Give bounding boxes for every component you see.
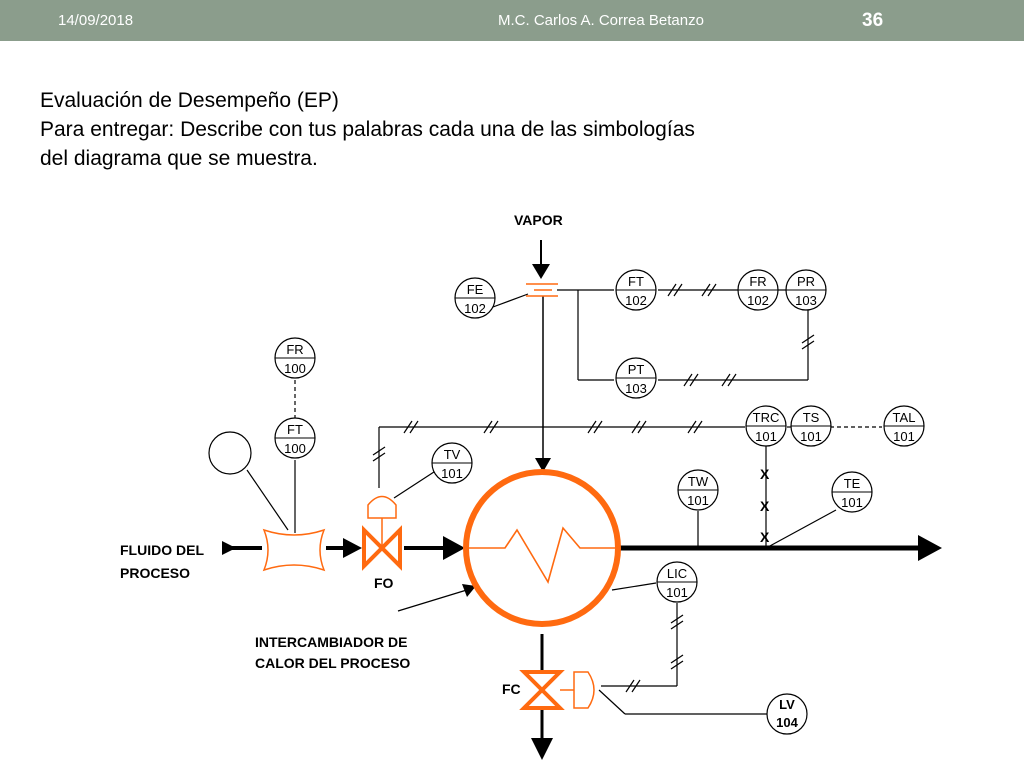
svg-text:100: 100 [284,441,306,456]
svg-text:FT: FT [287,422,303,437]
svg-text:103: 103 [795,293,817,308]
instrument-ft-102: FT 102 [615,269,657,311]
svg-text:TAL: TAL [893,410,916,425]
title-line-2: Para entregar: Describe con tus palabras… [40,118,695,141]
header-author: M.C. Carlos A. Correa Betanzo [498,12,704,29]
svg-text:101: 101 [755,429,777,444]
inlet-arrow [222,541,236,555]
instrument-te-101: TE 101 [831,471,873,513]
instrument-pr-103: PR 103 [785,269,827,311]
svg-text:TV: TV [444,447,461,462]
svg-text:FR: FR [286,342,303,357]
svg-text:101: 101 [893,429,915,444]
svg-text:PT: PT [628,362,645,377]
instrument-fr-102: FR 102 [737,269,779,311]
svg-text:101: 101 [800,429,822,444]
slide-header: 14/09/2018 M.C. Carlos A. Correa Betanzo… [0,0,1024,41]
signal-mark: X [760,498,770,514]
svg-text:FT: FT [628,274,644,289]
instrument-lic-101: LIC 101 [656,561,698,603]
instrument-trc-101: TRC 101 [745,405,787,447]
page-number: 36 [862,10,884,31]
instrument-pt-103: PT 103 [615,357,657,399]
svg-text:101: 101 [441,466,463,481]
title-line-3: del diagrama que se muestra. [40,147,318,170]
svg-text:TE: TE [844,476,861,491]
instrument-ft-100: FT 100 [274,417,316,459]
instrument-ts-101: TS 101 [790,405,832,447]
signal-lines [246,289,882,715]
signal-mark: X [760,529,770,545]
svg-text:101: 101 [687,493,709,508]
svg-text:FR: FR [749,274,766,289]
title-line-1: Evaluación de Desempeño (EP) [40,89,339,112]
process-lines [222,240,942,760]
instrument-tv-101: TV 101 [431,442,473,484]
header-date: 14/09/2018 [58,12,134,29]
instrument-blank [208,431,252,475]
instrument-lv-104: LV 104 [766,693,808,735]
instrument-fr-100: FR 100 [274,337,316,379]
instrument-fe-102: FE 102 [454,277,496,319]
svg-text:TRC: TRC [753,410,780,425]
svg-text:LIC: LIC [667,566,687,581]
slide-title: Evaluación de Desempeño (EP) Para entreg… [40,86,940,173]
heat-exchanger [463,469,621,627]
exchanger-label-line-1: INTERCAMBIADOR DE [255,634,407,650]
svg-text:102: 102 [747,293,769,308]
svg-text:103: 103 [625,381,647,396]
svg-text:102: 102 [625,293,647,308]
control-valve-fc [519,670,595,710]
svg-text:100: 100 [284,361,306,376]
svg-text:101: 101 [841,495,863,510]
fluid-label-line-1: FLUIDO DEL [120,542,204,558]
svg-text:LV: LV [779,697,795,712]
outlet-arrow [918,535,942,561]
instrument-tal-101: TAL 101 [883,405,925,447]
vapor-label: VAPOR [514,212,563,228]
svg-text:TS: TS [803,410,820,425]
exchanger-label-line-2: CALOR DEL PROCESO [255,655,410,671]
svg-text:FE: FE [467,282,484,297]
svg-text:TW: TW [688,474,709,489]
svg-text:PR: PR [797,274,815,289]
control-valve-fo [362,495,402,571]
orifice-plate [526,283,558,297]
fc-label: FC [502,681,521,697]
exchanger-pointer-arrow [462,584,476,597]
svg-text:104: 104 [776,715,798,730]
electric-signal-marks [372,283,815,693]
fo-label: FO [374,575,394,591]
fluid-label-line-2: PROCESO [120,565,190,581]
svg-text:102: 102 [464,301,486,316]
svg-text:101: 101 [666,585,688,600]
flow-element-100 [262,528,326,572]
instrument-tw-101: TW 101 [677,469,719,511]
signal-mark: X [760,466,770,482]
